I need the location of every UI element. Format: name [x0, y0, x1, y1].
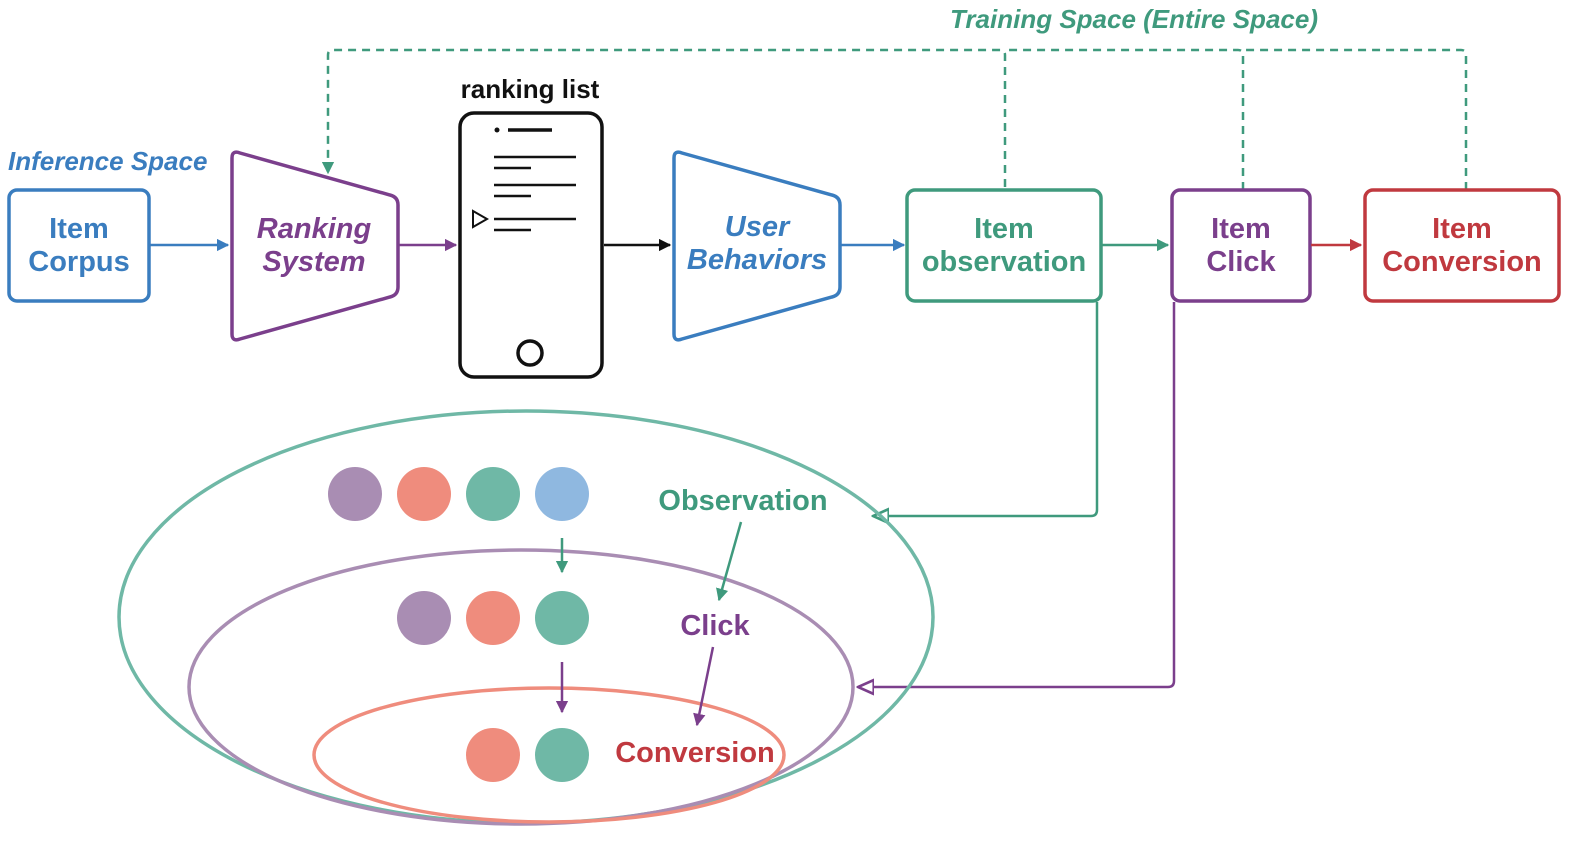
item-click-line1: Item: [1211, 213, 1271, 245]
inference-space-label: Inference Space: [8, 146, 207, 176]
dot-purple: [328, 467, 382, 521]
play-indicator-icon: [472, 209, 490, 229]
phone-icon: [458, 111, 604, 379]
training-space-label: Training Space (Entire Space): [950, 4, 1318, 34]
item-observation-line1: Item: [974, 213, 1034, 245]
dot-salmon: [466, 728, 520, 782]
arrow-observation-label-to-click-label: [716, 521, 743, 602]
conversion-label: Conversion: [615, 737, 775, 769]
ranking-system-line1: Ranking: [257, 213, 372, 245]
item-conversion-box: Item Conversion: [1363, 188, 1561, 303]
item-corpus-line1: Item: [49, 213, 109, 245]
item-corpus-box: Item Corpus: [7, 188, 151, 303]
dot-salmon: [397, 467, 451, 521]
dot-blue: [535, 467, 589, 521]
click-ellipse: [187, 548, 855, 826]
item-observation-box: Item observation: [905, 188, 1103, 303]
dot-salmon: [466, 591, 520, 645]
dot-teal: [466, 467, 520, 521]
item-conversion-line2: Conversion: [1382, 246, 1542, 278]
training-feedback-lines: [321, 48, 1468, 190]
observation-dots: [328, 467, 589, 521]
item-click-box: Item Click: [1170, 188, 1312, 303]
ranking-list-label: ranking list: [461, 74, 600, 104]
training-dashed-line: [321, 48, 1007, 187]
training-dashed-from-conversion: [1243, 48, 1468, 190]
user-behaviors-line1: User: [725, 211, 791, 243]
observation-label: Observation: [658, 485, 827, 517]
user-behaviors-line2: Behaviors: [687, 244, 827, 276]
observation-to-ellipse-connector: [873, 302, 1099, 516]
click-to-ellipse-connector: [858, 302, 1176, 687]
arrow-click-label-to-conversion-label: [693, 646, 715, 727]
item-conversion-line1: Item: [1432, 213, 1492, 245]
click-dots: [397, 591, 589, 645]
item-corpus-line2: Corpus: [28, 246, 130, 278]
ranking-system-line2: System: [262, 246, 365, 278]
ranking-system-block: Ranking System: [230, 150, 400, 342]
training-dashed-from-click: [1005, 48, 1245, 190]
conversion-dots: [466, 728, 589, 782]
dot-teal: [535, 591, 589, 645]
item-observation-line2: observation: [922, 246, 1086, 278]
item-click-line2: Click: [1206, 246, 1276, 278]
dot-teal: [535, 728, 589, 782]
dot-purple: [397, 591, 451, 645]
conversion-ellipse: [312, 686, 786, 824]
user-behaviors-block: User Behaviors: [672, 150, 842, 342]
click-label: Click: [680, 610, 750, 642]
